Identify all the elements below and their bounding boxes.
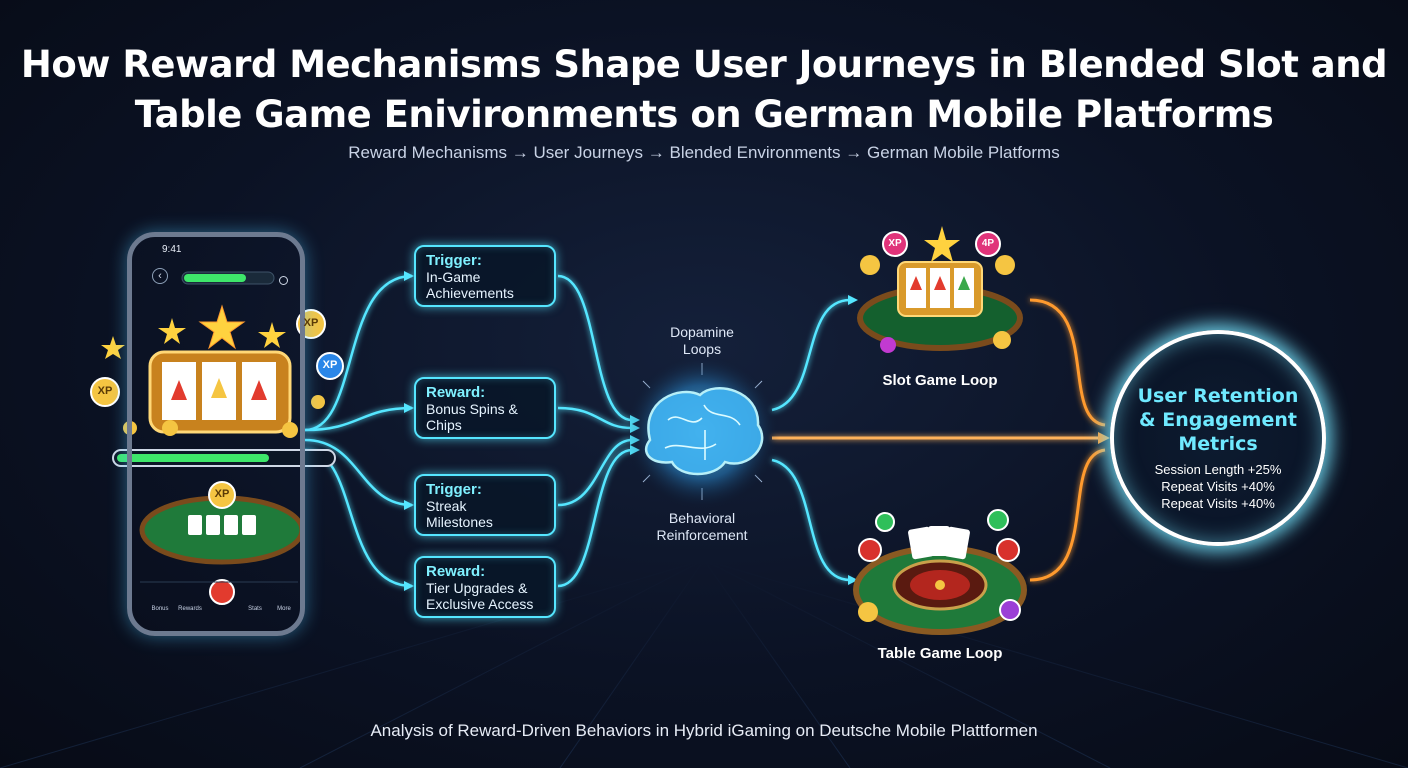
box-line: Exclusive Access	[426, 596, 534, 612]
xp-badge-label: XP	[322, 359, 338, 371]
title-line-2: Table Game Enivironments on German Mobil…	[134, 93, 1274, 136]
box-line: Chips	[426, 417, 462, 433]
nav-item-stats[interactable]: Stats	[248, 606, 262, 612]
outcome-title-line: Metrics	[1178, 433, 1258, 455]
roulette-table-icon	[853, 509, 1027, 635]
phone-frame	[127, 232, 305, 636]
chip-xp-icon	[882, 231, 908, 257]
brain-bottom-line: Reinforcement	[656, 527, 748, 543]
brain-top-label: Dopamine Loops	[642, 324, 762, 358]
main-connector	[772, 298, 1106, 582]
xp-badge-label: XP	[214, 488, 230, 500]
box-kind: Reward:	[426, 384, 486, 401]
xp-badge-label: XP	[97, 385, 113, 397]
chip-4p-icon	[975, 231, 1001, 257]
title-line-1: How Reward Mechanisms Shape User Journey…	[20, 43, 1388, 86]
nav-item-more[interactable]: More	[277, 606, 291, 612]
table-loop-label: Table Game Loop	[877, 645, 1003, 662]
loop-connectors	[771, 298, 851, 582]
footer-caption: Analysis of Reward-Driven Behaviors in H…	[370, 721, 1038, 740]
outcome-title-line: User Retention	[1137, 385, 1299, 407]
outcome-ring	[1110, 330, 1326, 546]
search-icon	[279, 276, 288, 285]
box-line: Tier Upgrades &	[426, 580, 528, 596]
box-line: In-Game	[426, 269, 481, 285]
chip-xp-label: XP	[888, 238, 902, 249]
subtitle: Reward Mechanisms → User Journeys → Blen…	[348, 143, 1060, 162]
metric-repeat-visits: Repeat Visits +40%	[1161, 479, 1275, 494]
brain-bottom-line: Behavioral	[668, 510, 736, 526]
nav-item-bonus[interactable]: Bonus	[151, 606, 169, 612]
floor-grid	[0, 559, 1408, 768]
box-line: Streak	[426, 498, 467, 514]
box-kind: Reward:	[426, 563, 486, 580]
box-reward-spins: Reward: Bonus Spins & Chips	[414, 377, 556, 439]
brain-top-line: Dopamine	[670, 324, 734, 340]
metric-repeat-visits: Repeat Visits +40%	[1161, 496, 1275, 511]
phone-arrowheads	[404, 271, 414, 591]
phone-connectors	[304, 274, 413, 588]
brain-top-line: Loops	[682, 341, 722, 357]
outcome-title: User Retention & Engagement Metrics	[1118, 384, 1318, 456]
xp-badge-label: XP	[303, 317, 319, 329]
box-line: Achievements	[426, 285, 514, 301]
metric-session-length: Session Length +25%	[1154, 462, 1282, 477]
back-icon: ‹	[152, 268, 168, 284]
box-line: Bonus Spins &	[426, 401, 518, 417]
box-reward-tier: Reward: Tier Upgrades & Exclusive Access	[414, 556, 556, 618]
brain-connectors	[557, 274, 633, 588]
brain-bottom-label: Behavioral Reinforcement	[632, 510, 772, 544]
box-trigger-streak: Trigger: Streak Milestones	[414, 474, 556, 536]
box-kind: Trigger:	[426, 252, 482, 269]
box-line: Milestones	[426, 514, 493, 530]
chip-4p-label: 4P	[981, 238, 995, 249]
box-trigger-achievements: Trigger: In-Game Achievements	[414, 245, 556, 307]
page-title: How Reward Mechanisms Shape User Journey…	[0, 40, 1408, 140]
outcome-title-line: & Engagement	[1139, 409, 1297, 431]
phone-time: 9:41	[162, 244, 182, 255]
box-kind: Trigger:	[426, 481, 482, 498]
slot-machine-icon	[857, 226, 1023, 353]
brain-icon	[624, 354, 780, 510]
phone-art	[101, 271, 336, 605]
nav-item-rewards[interactable]: Rewards	[178, 606, 202, 612]
slot-loop-label: Slot Game Loop	[882, 372, 998, 389]
